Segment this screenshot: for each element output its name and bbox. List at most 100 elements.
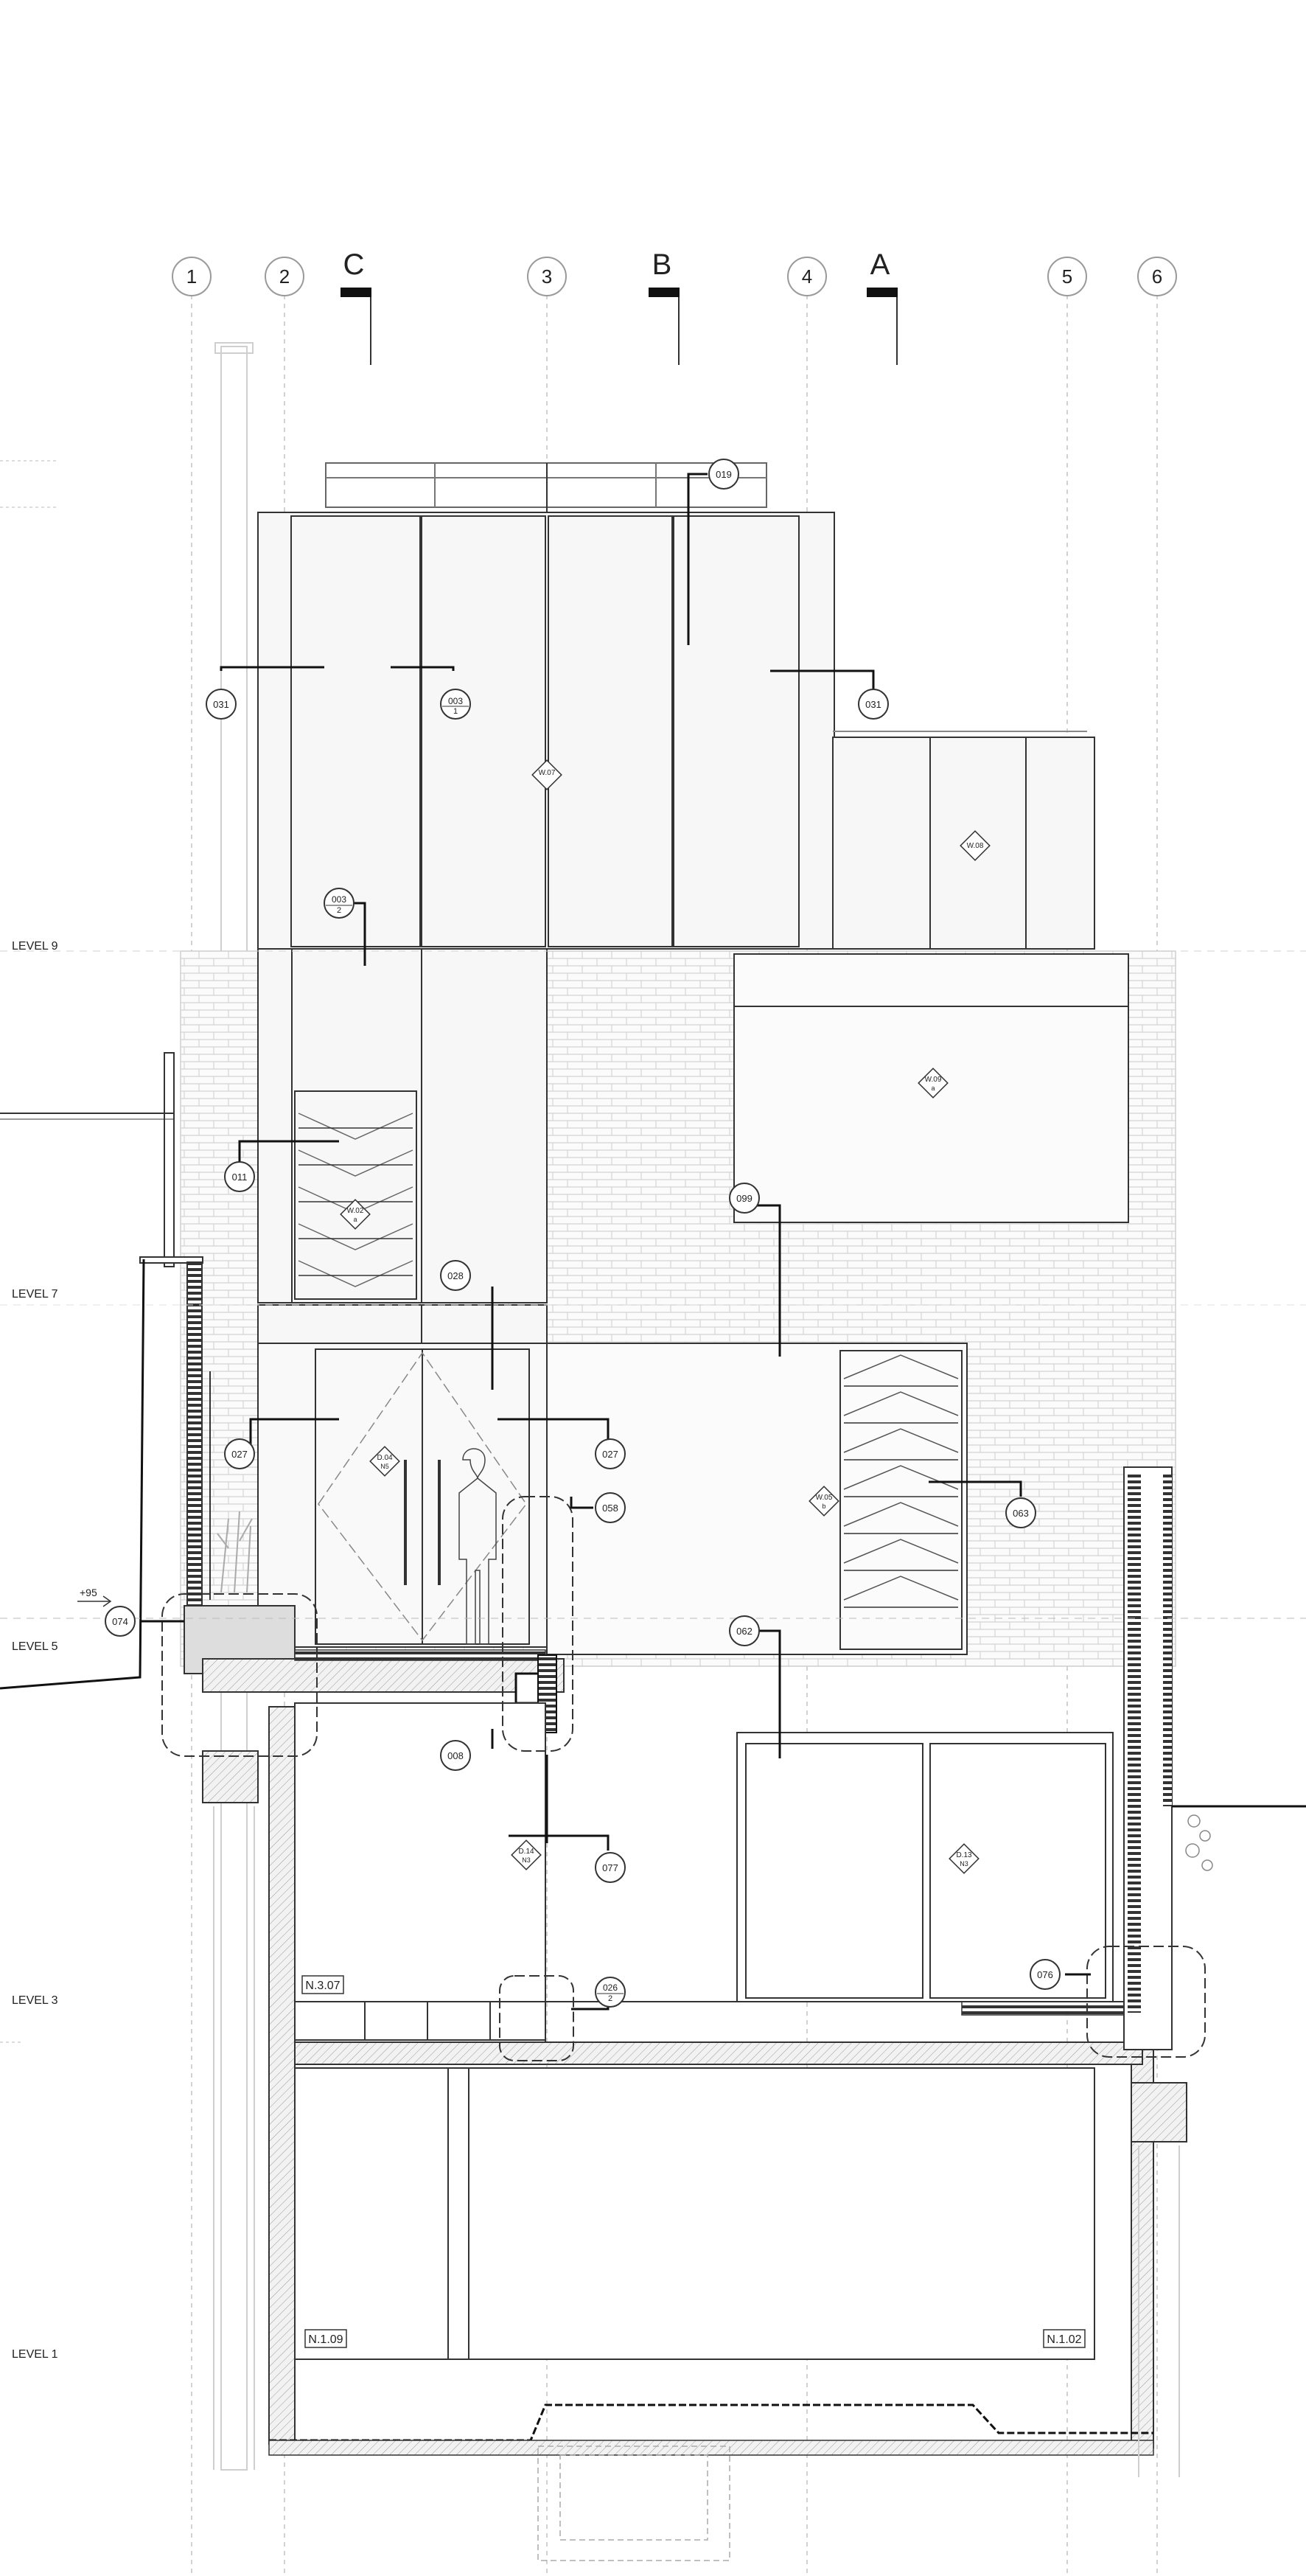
keynote-031-left: 031 (206, 689, 237, 720)
grid-number-2: 2 (279, 265, 290, 288)
grid-bubbles: 1 2 3 4 5 6 (172, 257, 1177, 296)
section-marker-b: B (649, 248, 680, 365)
keynote-074: 074 (105, 1606, 136, 1637)
svg-text:008: 008 (447, 1750, 464, 1761)
svg-text:011: 011 (232, 1172, 248, 1183)
level-3-slab (294, 2041, 1143, 2065)
level-3-label: LEVEL 3 (12, 1994, 58, 2007)
keynote-008: 008 (440, 1740, 471, 1771)
svg-text:W.05: W.05 (816, 1494, 833, 1502)
svg-text:2: 2 (337, 906, 341, 915)
grid-number-4: 4 (802, 265, 812, 288)
section-letter-b: B (652, 248, 672, 281)
svg-text:058: 058 (602, 1503, 618, 1514)
svg-text:077: 077 (602, 1862, 618, 1873)
keynote-099: 099 (729, 1183, 760, 1214)
level-9-label: LEVEL 9 (12, 940, 58, 953)
grid-number-5: 5 (1062, 265, 1072, 288)
upper-glazing (257, 462, 1095, 950)
mid-left-glazing (257, 948, 548, 1303)
room-n307 (294, 1702, 546, 2002)
keynote-031-right: 031 (858, 689, 889, 720)
spot-elevation-label: +95 (80, 1587, 97, 1598)
svg-text:D.13: D.13 (956, 1851, 972, 1859)
keynote-062: 062 (729, 1615, 760, 1646)
grid-bubble-3: 3 (527, 257, 567, 296)
svg-text:028: 028 (447, 1270, 464, 1281)
level-markers: LEVEL 9 LEVEL 7 LEVEL 5 LEVEL 3 LEVEL 1 … (0, 460, 1306, 2361)
level-7-label: LEVEL 7 (12, 1288, 58, 1301)
svg-text:003: 003 (448, 696, 463, 706)
room-label-n102: N.1.02 (1047, 2333, 1081, 2346)
section-marker-a: A (867, 248, 898, 365)
human-figure-scale (458, 1448, 497, 1645)
planter-plants (217, 1511, 253, 1593)
svg-text:074: 074 (112, 1616, 128, 1627)
spot-elevation: +95 (77, 1587, 112, 1607)
room-n109 (294, 2067, 1095, 2360)
svg-text:031: 031 (213, 699, 229, 710)
svg-text:D.14: D.14 (518, 1848, 534, 1856)
keynote-019: 019 (708, 459, 739, 490)
svg-text:003: 003 (332, 894, 346, 905)
room-label-n109: N.1.09 (308, 2333, 343, 2346)
svg-text:063: 063 (1013, 1508, 1029, 1519)
svg-text:W.09: W.09 (925, 1076, 942, 1084)
grid-number-1: 1 (186, 265, 197, 288)
svg-text:099: 099 (736, 1193, 752, 1204)
svg-text:D.04: D.04 (377, 1454, 393, 1462)
basement (202, 1750, 1187, 2561)
sliding-door-d13 (736, 1732, 1114, 2002)
keynote-063: 063 (1005, 1497, 1036, 1528)
svg-text:W.07: W.07 (539, 769, 556, 777)
section-letter-c: C (343, 248, 365, 281)
svg-text:062: 062 (736, 1626, 752, 1637)
svg-text:027: 027 (231, 1449, 248, 1460)
type-tag-w07: W.07 (531, 759, 562, 790)
section-letter-a: A (870, 248, 890, 281)
svg-text:076: 076 (1037, 1969, 1053, 1980)
keynote-028: 028 (440, 1260, 471, 1291)
svg-text:2: 2 (608, 1994, 612, 2003)
svg-text:027: 027 (602, 1449, 618, 1460)
section-marker-c: C (341, 248, 371, 365)
type-tag-w08: W.08 (960, 830, 991, 861)
keynote-058: 058 (595, 1492, 626, 1523)
svg-text:W.08: W.08 (967, 842, 984, 850)
svg-text:N3: N3 (522, 1856, 531, 1864)
grid-bubble-4: 4 (787, 257, 827, 296)
detail-callouts (161, 1496, 1206, 2061)
grid-number-3: 3 (542, 265, 552, 288)
grid-bubble-6: 6 (1137, 257, 1177, 296)
grid-bubble-1: 1 (172, 257, 212, 296)
level-5-slab (184, 1605, 565, 1733)
svg-text:b: b (822, 1503, 825, 1510)
svg-text:031: 031 (865, 699, 881, 710)
svg-text:N3: N3 (960, 1860, 968, 1867)
grid-number-6: 6 (1152, 265, 1162, 288)
room-label-n307: N.3.07 (305, 1980, 340, 1992)
room-labels: N.3.07 N.1.09 N.1.02 (301, 1975, 1086, 2348)
svg-text:026: 026 (603, 1983, 618, 1993)
keynote-076: 076 (1030, 1959, 1061, 1990)
left-foundation-wall (268, 1706, 296, 2445)
entry-door-frame (257, 1343, 548, 1648)
type-tag-w09: W.09a (918, 1068, 949, 1099)
svg-text:1: 1 (453, 707, 458, 716)
type-tag-w05: W.05b (809, 1486, 839, 1517)
svg-text:N5: N5 (380, 1463, 389, 1470)
keynote-077: 077 (595, 1852, 626, 1883)
grid-bubble-5: 5 (1047, 257, 1087, 296)
louvre-window-w02 (294, 1090, 417, 1300)
svg-text:W.02: W.02 (347, 1207, 364, 1215)
keynote-011: 011 (224, 1161, 255, 1192)
svg-text:019: 019 (716, 469, 732, 480)
